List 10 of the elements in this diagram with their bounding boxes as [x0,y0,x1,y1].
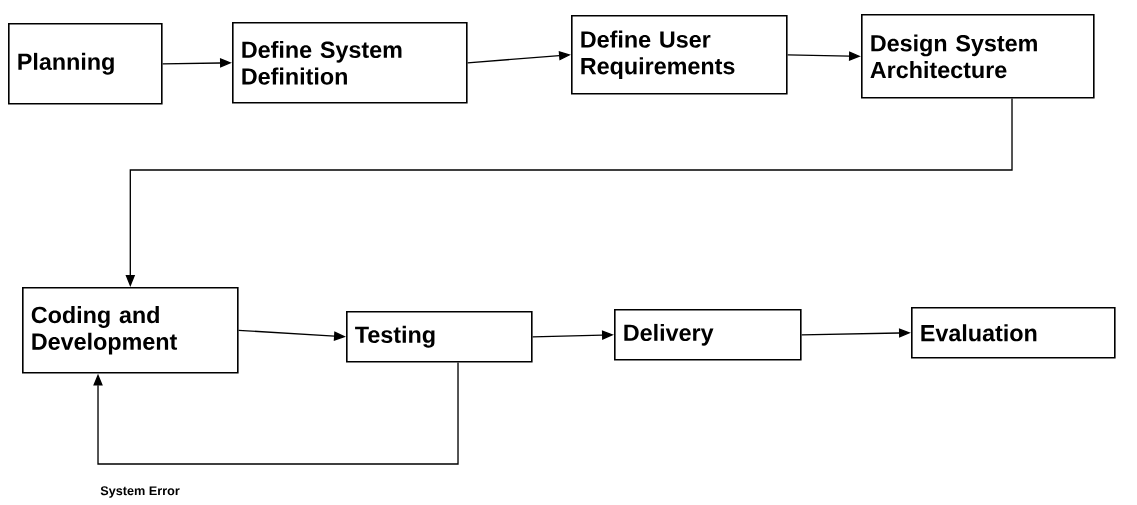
arrow [93,361,459,465]
process-box: Coding and Development [22,287,239,374]
process-box: Testing [346,311,533,363]
process-box: Design System Architecture [861,14,1095,99]
process-box: Evaluation [911,307,1116,359]
process-box: Define User Requirements [571,15,788,95]
process-box: Define System Definition [232,22,468,104]
process-box: Delivery [614,309,802,361]
process-box: Planning [8,23,163,105]
edge-label: System Error [100,486,180,498]
